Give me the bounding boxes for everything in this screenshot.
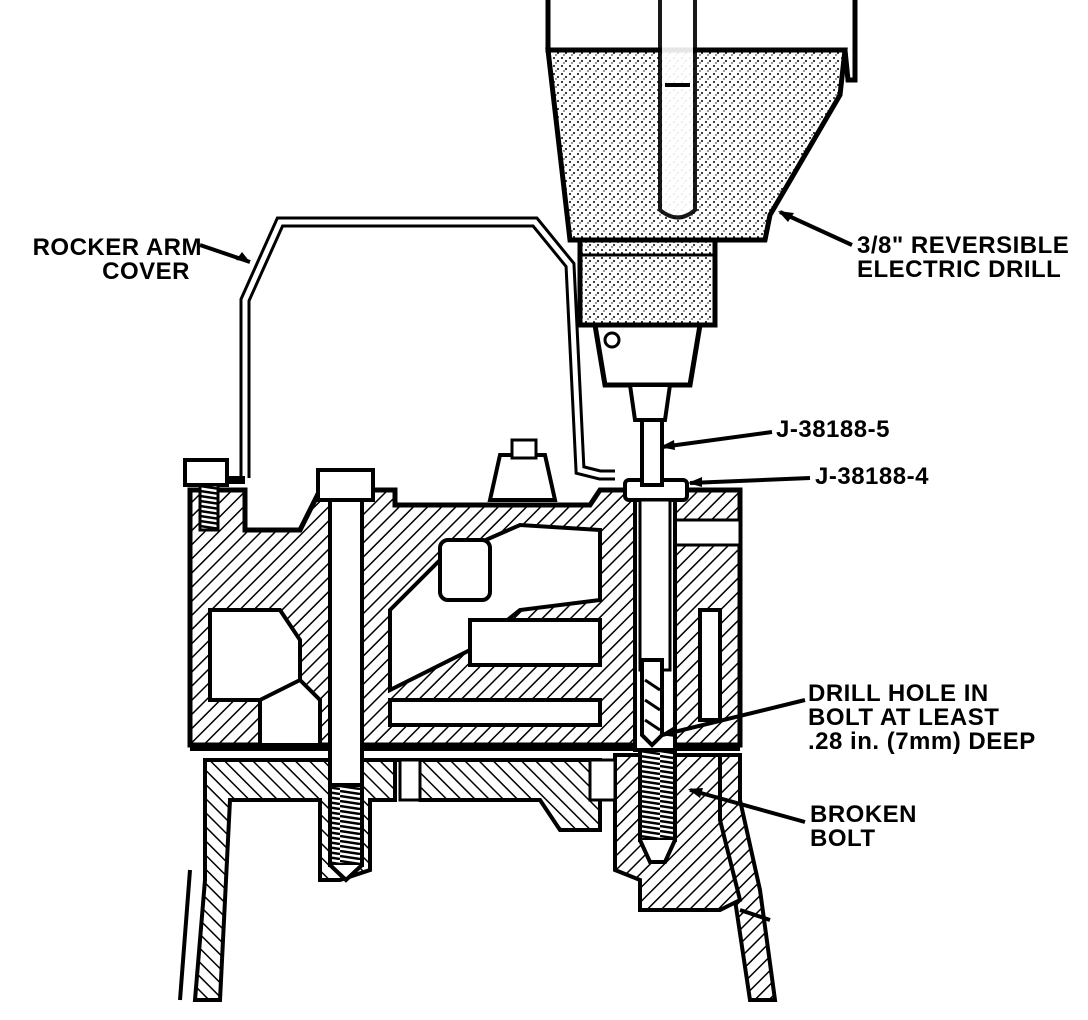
label-rocker-arm-cover: ROCKER ARM COVER <box>2 236 202 284</box>
center-stud <box>487 438 558 502</box>
leader-lines <box>199 210 853 824</box>
label-rocker-arm-cover-line2: COVER <box>102 258 190 285</box>
leader-j38188-4 <box>689 476 811 485</box>
label-drill-hole-line3: .28 in. (7mm) DEEP <box>808 728 1036 755</box>
leader-j38188-5 <box>661 430 773 449</box>
label-j38188-4-text: J-38188-4 <box>815 463 929 490</box>
rocker-arm-cover <box>200 216 615 484</box>
label-j38188-5: J-38188-5 <box>776 418 890 442</box>
drill-bit <box>640 418 664 748</box>
leader-broken-bolt <box>689 788 806 824</box>
leader-electric-drill <box>779 210 853 247</box>
leader-drill-hole <box>661 698 806 737</box>
label-electric-drill: 3/8" REVERSIBLE ELECTRIC DRILL <box>857 234 1069 282</box>
engine-block <box>178 753 778 1002</box>
label-rocker-arm-cover-line1: ROCKER ARM <box>32 234 202 261</box>
electric-drill <box>545 0 858 422</box>
broken-bolt <box>638 748 677 864</box>
label-broken-bolt-line2: BOLT <box>810 825 876 852</box>
label-broken-bolt: BROKEN BOLT <box>810 803 917 851</box>
label-j38188-4: J-38188-4 <box>815 465 929 489</box>
label-drill-hole-line2: BOLT AT LEAST <box>808 704 1000 731</box>
label-electric-drill-line1: 3/8" REVERSIBLE <box>857 232 1070 259</box>
cover-bolt <box>183 458 229 532</box>
label-drill-hole-line1: DRILL HOLE IN <box>808 680 989 707</box>
label-electric-drill-line2: ELECTRIC DRILL <box>857 256 1062 283</box>
head-bolt <box>316 468 375 883</box>
label-j38188-5-text: J-38188-5 <box>776 416 890 443</box>
label-drill-hole: DRILL HOLE IN BOLT AT LEAST .28 in. (7mm… <box>808 682 1036 754</box>
label-broken-bolt-line1: BROKEN <box>810 801 918 828</box>
